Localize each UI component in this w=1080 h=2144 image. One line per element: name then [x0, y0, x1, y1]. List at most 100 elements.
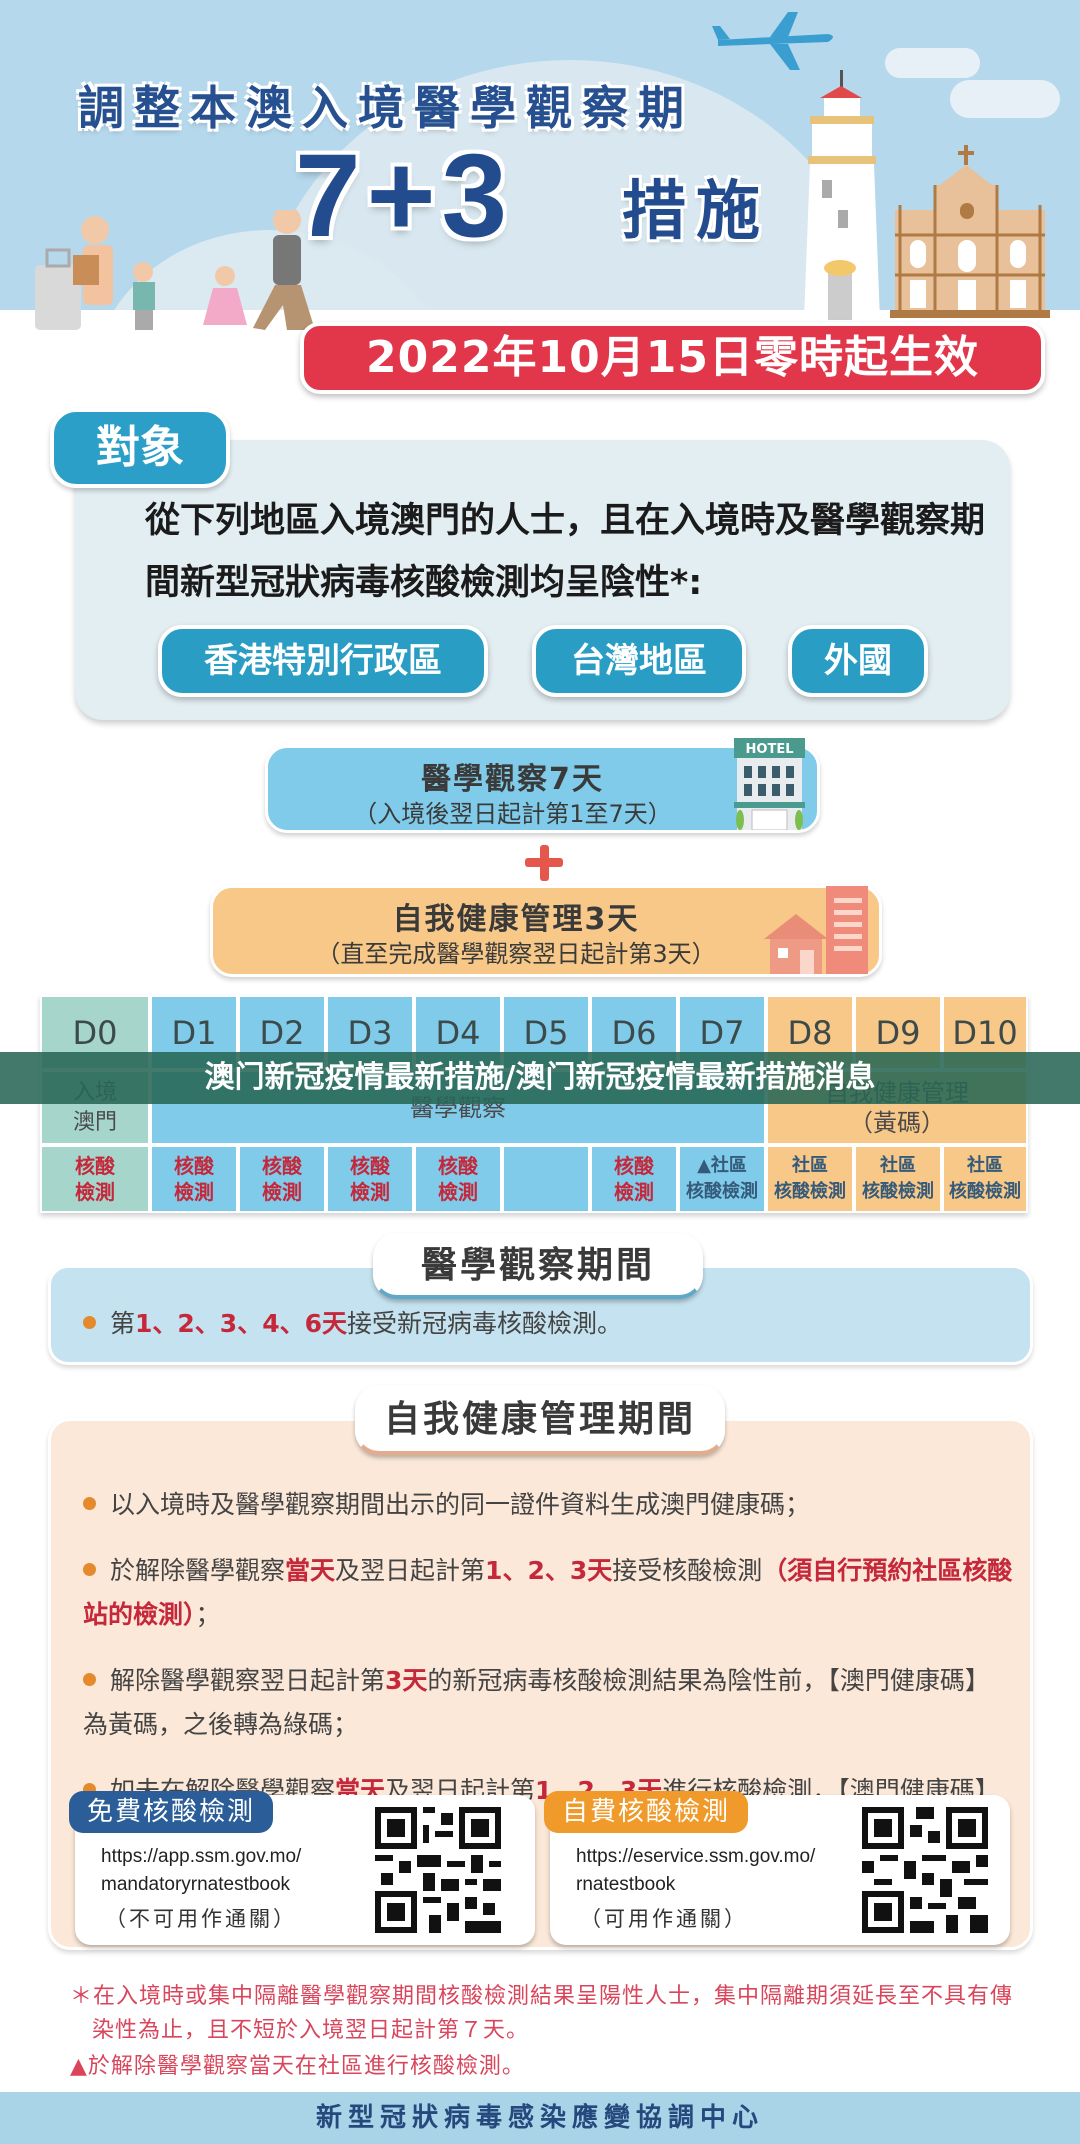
measure-label: 措施: [622, 175, 770, 249]
test-cell-d9: 社區 核酸檢測: [854, 1145, 942, 1213]
test-label: 核酸 檢測: [350, 1154, 390, 1204]
bullet-text: 第: [110, 1309, 136, 1338]
day-label: D7: [699, 1013, 745, 1052]
bullet-highlight: 1、2、3天: [485, 1556, 613, 1585]
bullet-text: 及翌日起計第: [335, 1556, 486, 1585]
self-bullet-2: 於解除醫學觀察當天及翌日起計第1、2、3天接受核酸檢測（須自行預約社區核酸站的檢…: [83, 1549, 1013, 1637]
test-cell-d10: 社區 核酸檢測: [942, 1145, 1028, 1213]
plane-icon: [712, 12, 833, 70]
self-management-period-title: 自我健康管理期間: [355, 1385, 725, 1455]
paid-test-note: （可用作通關）: [580, 1907, 748, 1931]
region-taiwan: 台灣地區: [532, 625, 746, 697]
url-line: https://eservice.ssm.gov.mo/: [576, 1846, 816, 1867]
test-cell-d2: 核酸 檢測: [238, 1145, 326, 1213]
bullet-text: 接受核酸檢測: [612, 1556, 763, 1585]
plus-icon: [525, 845, 563, 881]
test-cell-d6: 核酸 檢測: [590, 1145, 678, 1213]
target-label: 對象: [50, 408, 230, 488]
bullet-text: 於解除醫學觀察: [110, 1556, 286, 1585]
paid-test-tag: 自費核酸檢測: [544, 1791, 749, 1833]
region-foreign: 外國: [788, 625, 928, 697]
triangle-note: ▲於解除醫學觀察當天在社區進行核酸檢測。: [70, 2054, 525, 2079]
day-label: D6: [611, 1013, 657, 1052]
observation-bullet: 第1、2、3、4、6天接受新冠病毒核酸檢測。: [83, 1302, 622, 1346]
hotel-icon: HOTEL: [734, 738, 805, 830]
observation-subtitle: （入境後翌日起計第1至7天）: [353, 800, 672, 828]
asterisk-note: ＊在入境時或集中隔離醫學觀察期間核酸檢測結果呈陽性人士，集中隔離期須延長至不具有…: [70, 1980, 1013, 2048]
day-label: D8: [787, 1013, 833, 1052]
url-line: mandatoryrnatestbook: [101, 1874, 291, 1895]
test-cell-d0: 核酸 檢測: [40, 1145, 150, 1213]
cloud-decoration: [885, 48, 980, 78]
test-label: 核酸 檢測: [262, 1154, 302, 1204]
bullet-highlight: 當天: [285, 1556, 336, 1585]
url-line: rnatestbook: [576, 1874, 676, 1895]
bullet-dot-icon: [83, 1496, 96, 1510]
self-management-subtitle: （直至完成醫學觀察翌日起計第3天）: [316, 940, 716, 968]
svg-text:HOTEL: HOTEL: [746, 742, 794, 757]
free-test-note: （不可用作通關）: [105, 1907, 297, 1931]
test-cell-d4: 核酸 檢測: [414, 1145, 502, 1213]
ruins-of-st-paul-icon: [890, 145, 1050, 318]
free-test-qr-card[interactable]: 免費核酸檢測 https://app.ssm.gov.mo/mandatoryr…: [69, 1791, 535, 1945]
paid-test-qr-card[interactable]: 自費核酸檢測 https://eservice.ssm.gov.mo/rnate…: [544, 1791, 1010, 1945]
footer-organization: 新型冠狀病毒感染應變協調中心: [0, 2092, 1080, 2144]
region-hong-kong: 香港特別行政區: [158, 625, 488, 697]
note-line: 染性為止，且不短於入境翌日起計第７天。: [92, 2018, 530, 2043]
community-test-label: ▲社區 核酸檢測: [686, 1155, 758, 1202]
self-bullet-3: 解除醫學觀察翌日起計第3天的新冠病毒核酸檢測結果為陰性前，【澳門健康碼】為黃碼，…: [83, 1659, 1013, 1747]
community-test-label: 社區 核酸檢測: [774, 1155, 846, 1202]
bullet-text: 接受新冠病毒核酸檢測。: [347, 1309, 623, 1338]
target-description: 從下列地區入境澳門的人士，且在入境時及醫學觀察期間新型冠狀病毒核酸檢測均呈陰性*…: [145, 501, 986, 603]
bullet-dot-icon: [83, 1315, 96, 1329]
observation-7-days-box: 醫學觀察7天 （入境後翌日起計第1至7天）: [265, 745, 820, 833]
test-cell-d1: 核酸 檢測: [150, 1145, 238, 1213]
bullet-highlight: 3天: [385, 1666, 428, 1695]
bullet-dot-icon: [83, 1562, 96, 1576]
qr-code-icon[interactable]: [862, 1807, 988, 1933]
effective-date-badge: 2022年10月15日零時起生效: [300, 322, 1045, 394]
lighthouse-icon: [804, 70, 880, 320]
observation-period-title: 醫學觀察期間: [373, 1233, 703, 1299]
day-label: D3: [347, 1013, 393, 1052]
day-label: D4: [435, 1013, 481, 1052]
free-test-tag: 免費核酸檢測: [69, 1791, 274, 1833]
url-line: https://app.ssm.gov.mo/: [101, 1846, 302, 1867]
bullet-highlight: （須自行預約社區核酸站的檢測）: [83, 1556, 1013, 1629]
house-icon: [764, 886, 868, 974]
test-cell-d3: 核酸 檢測: [326, 1145, 414, 1213]
test-cell-d8: 社區 核酸檢測: [766, 1145, 854, 1213]
day-label: D1: [171, 1013, 217, 1052]
day-label: D10: [952, 1013, 1018, 1052]
measure-number: 7+3: [295, 130, 514, 262]
bullet-text: 的新冠病毒核酸檢測結果為陰性前，【澳門健康碼】為黃碼，之後轉為綠碼；: [83, 1666, 990, 1739]
free-test-url[interactable]: https://app.ssm.gov.mo/mandatoryrnatestb…: [101, 1843, 301, 1899]
observation-title: 醫學觀察7天: [421, 762, 604, 797]
bullet-text: 以入境時及醫學觀察期間出示的同一證件資料生成澳門健康碼；: [110, 1490, 811, 1519]
bullet-highlight: 1、2、3、4、6天: [135, 1309, 347, 1338]
caption-overlay-text: 澳门新冠疫情最新措施/澳门新冠疫情最新措施消息: [204, 1060, 876, 1095]
day-label: D2: [259, 1013, 305, 1052]
self-management-3-days-box: 自我健康管理3天 （直至完成醫學觀察翌日起計第3天）: [210, 885, 882, 977]
note-line: ＊在入境時或集中隔離醫學觀察期間核酸檢測結果呈陽性人士，集中隔離期須延長至不具有…: [70, 1984, 1014, 2009]
test-label: 核酸 檢測: [174, 1154, 214, 1204]
community-test-label: 社區 核酸檢測: [862, 1155, 934, 1202]
bullet-text: ；: [195, 1600, 221, 1629]
test-label: 核酸 檢測: [614, 1154, 654, 1204]
self-management-title: 自我健康管理3天: [392, 902, 640, 937]
community-test-label: 社區 核酸檢測: [949, 1155, 1021, 1202]
self-bullet-1: 以入境時及醫學觀察期間出示的同一證件資料生成澳門健康碼；: [83, 1483, 1013, 1527]
family-travelers-icon: [35, 210, 315, 330]
yellow-code-label: （黃碼）: [849, 1108, 945, 1137]
header-title: 調整本澳入境醫學觀察期: [78, 81, 694, 135]
timeline-table: D0 D1 D2 D3 D4 D5 D6 D7 D8 D9 D10 入境 澳門 …: [40, 995, 1028, 1213]
paid-test-url[interactable]: https://eservice.ssm.gov.mo/rnatestbook: [576, 1843, 815, 1899]
test-cell-d5: [502, 1145, 590, 1213]
day-label: D0: [72, 1013, 118, 1052]
test-label: 核酸 檢測: [438, 1154, 478, 1204]
test-label: 核酸 檢測: [75, 1154, 115, 1204]
qr-code-icon[interactable]: [375, 1807, 501, 1933]
bullet-text: 解除醫學觀察翌日起計第: [110, 1666, 386, 1695]
test-cell-d7: ▲社區 核酸檢測: [678, 1145, 766, 1213]
bullet-dot-icon: [83, 1672, 96, 1686]
